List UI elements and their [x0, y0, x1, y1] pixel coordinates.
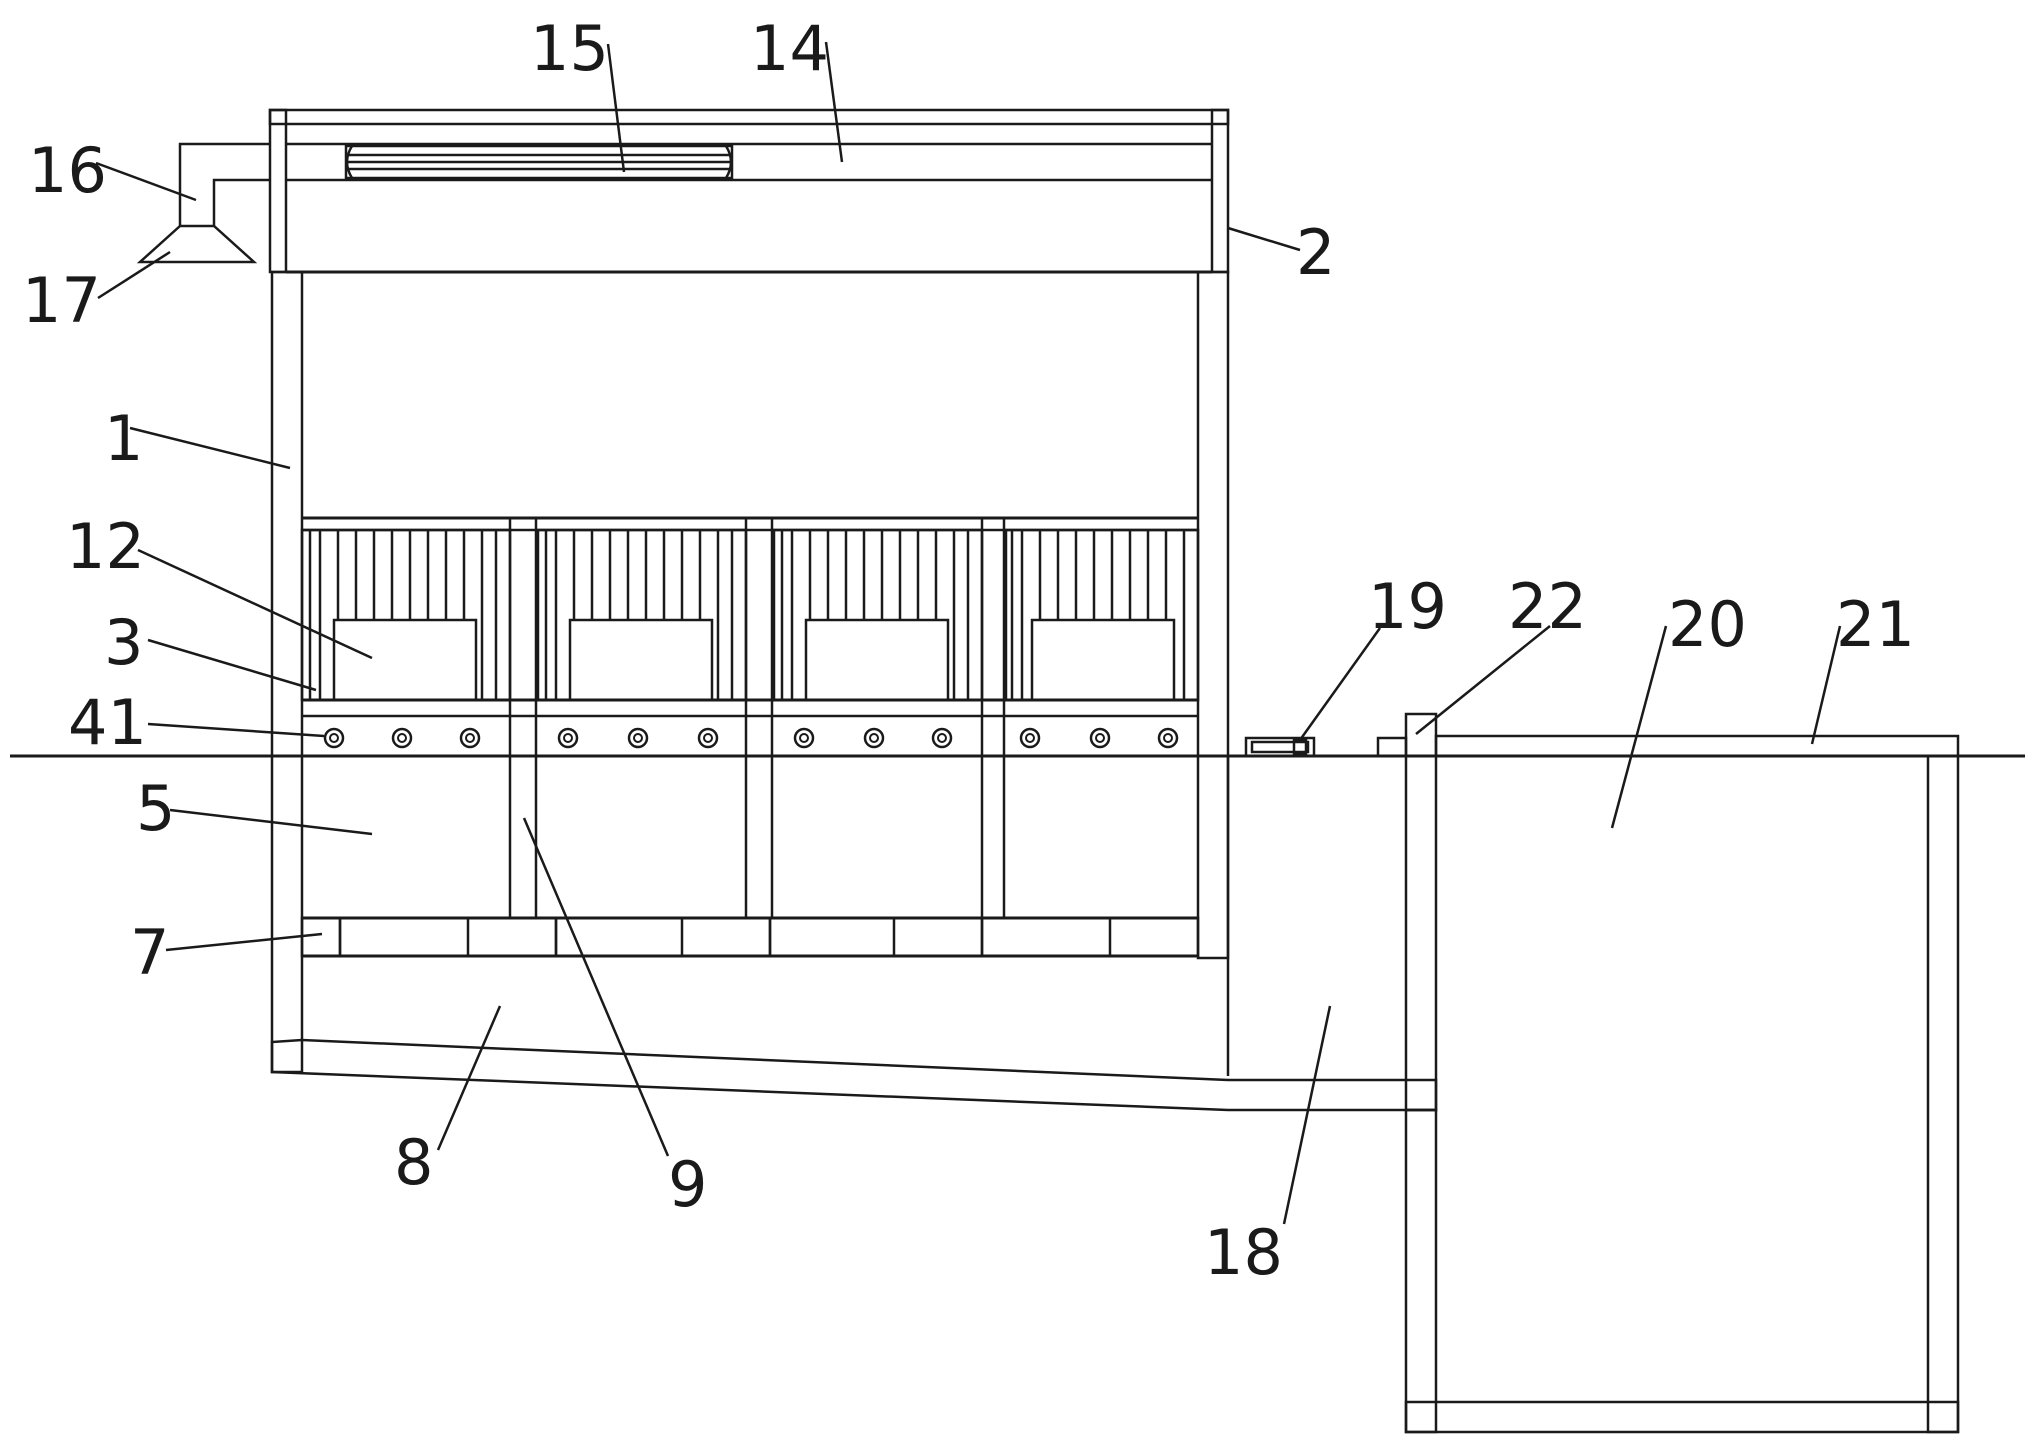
valve: [1244, 736, 1408, 758]
label-8: 8: [394, 1126, 433, 1199]
label-41: 41: [68, 686, 147, 759]
label-15: 15: [530, 12, 609, 85]
exhaust-pipe: [136, 142, 270, 264]
label-1: 1: [104, 402, 143, 475]
label-17: 17: [22, 264, 101, 337]
roller-layer: [302, 698, 1198, 758]
label-9: 9: [668, 1148, 707, 1221]
label-7: 7: [130, 916, 169, 989]
filter-modules: [300, 528, 1200, 702]
collection-tank: [1404, 712, 1960, 1434]
label-22: 22: [1508, 570, 1587, 643]
label-3: 3: [104, 606, 143, 679]
label-12: 12: [66, 510, 145, 583]
label-14: 14: [750, 12, 829, 85]
lid: [268, 108, 1230, 274]
label-16: 16: [28, 134, 107, 207]
label-20: 20: [1668, 588, 1747, 661]
sloped-bottom: [270, 1038, 1438, 1112]
perforated-plate: [300, 916, 1200, 958]
label-5: 5: [136, 772, 175, 845]
label-21: 21: [1836, 588, 1915, 661]
partitions: [508, 516, 1006, 920]
fan-roller: [344, 144, 734, 180]
label-2: 2: [1296, 216, 1335, 289]
label-18: 18: [1204, 1216, 1283, 1289]
label-19: 19: [1368, 570, 1447, 643]
leader-lines: [95, 41, 1842, 1225]
reference-labels: 16 17 15 14 2 1 12 3 41 5 7 8 9 18 19 22…: [22, 12, 1915, 1289]
